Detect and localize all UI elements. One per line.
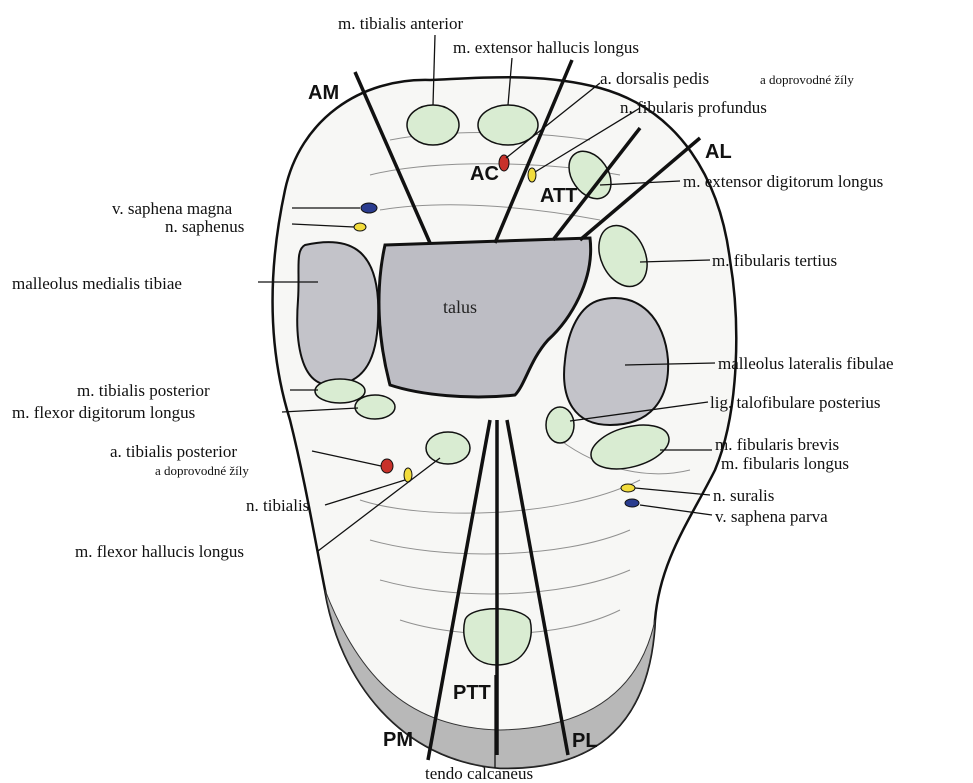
lig-talofibulare-muscle: [546, 407, 574, 443]
dorsalis-pedis-label: a. dorsalis pedis: [600, 69, 709, 88]
extensor-digitorum-longus-label: m. extensor digitorum longus: [683, 172, 883, 191]
tibialis-posterior-artery-sub-label: a doprovodné žíly: [155, 463, 249, 478]
portal-ptt-label: PTT: [453, 682, 491, 704]
malleolus-medialis-label: malleolus medialis tibiae: [12, 274, 182, 293]
saphena-parva-vein: [625, 499, 639, 507]
lig-talofibulare-label: lig. talofibulare posterius: [710, 393, 880, 412]
tibialis-posterior-artery-label: a. tibialis posterior: [110, 442, 237, 461]
suralis-nerve: [621, 484, 635, 492]
portal-al-label: AL: [705, 141, 732, 163]
suralis-label: n. suralis: [713, 486, 774, 505]
saphena-magna-vein: [361, 203, 377, 213]
tibialis-posterior-artery: [381, 459, 393, 473]
tibialis-anterior-muscle: [407, 105, 459, 145]
malleolus-medialis-bone: [297, 242, 378, 385]
fibularis-profundus-label: n. fibularis profundus: [620, 98, 767, 117]
tibialis-posterior-label: m. tibialis posterior: [77, 381, 210, 400]
flexor-digitorum-longus-label: m. flexor digitorum longus: [12, 403, 195, 422]
portal-am-label: AM: [308, 82, 339, 104]
tibialis-nerve-label: n. tibialis: [246, 496, 309, 515]
fibularis-longus-label: m. fibularis longus: [721, 454, 849, 473]
fibularis-profundus-nerve: [528, 168, 536, 182]
dorsalis-pedis-sub-label: a doprovodné žíly: [760, 72, 854, 87]
portal-pm-label: PM: [383, 729, 413, 751]
tendo-calcaneus-label: tendo calcaneus: [425, 764, 533, 783]
portal-pl-label: PL: [572, 730, 598, 752]
portal-att-label: ATT: [540, 185, 577, 207]
fibularis-tertius-label: m. fibularis tertius: [712, 251, 837, 270]
saphenus-label: n. saphenus: [165, 217, 244, 236]
saphena-parva-label: v. saphena parva: [715, 507, 828, 526]
malleolus-lateralis-bone: [564, 298, 668, 425]
saphena-magna-label: v. saphena magna: [112, 199, 233, 218]
tibialis-posterior-muscle: [315, 379, 365, 403]
fibularis-brevis-label: m. fibularis brevis: [715, 435, 839, 454]
flexor-hallucis-longus-label: m. flexor hallucis longus: [75, 542, 244, 561]
malleolus-lateralis-label: malleolus lateralis fibulae: [718, 354, 894, 373]
portal-ac-label: AC: [470, 163, 499, 185]
tibialis-anterior-label: m. tibialis anterior: [338, 14, 463, 33]
saphenus-nerve: [354, 223, 366, 231]
extensor-hallucis-longus-label: m. extensor hallucis longus: [453, 38, 639, 57]
flexor-hallucis-longus-muscle: [426, 432, 470, 464]
talus-label: talus: [443, 297, 477, 317]
flexor-digitorum-longus-muscle: [355, 395, 395, 419]
